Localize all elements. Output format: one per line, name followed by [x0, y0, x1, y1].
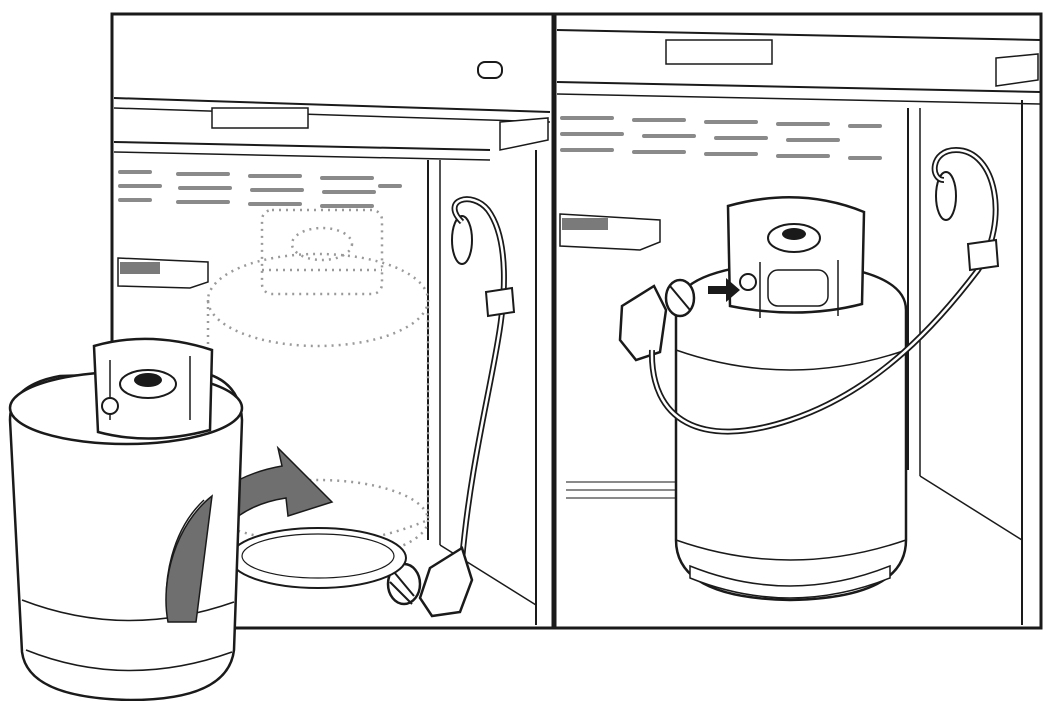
- right-handle-slot: [666, 40, 772, 64]
- propane-tank-icon: [10, 339, 242, 700]
- left-handle-slot: [212, 108, 308, 128]
- right-hose-clip: [968, 240, 998, 270]
- right-panel: [555, 14, 1041, 628]
- left-mount-hole: [478, 62, 502, 78]
- left-hose-hook-hole: [452, 216, 472, 264]
- left-hose-clip: [486, 288, 514, 316]
